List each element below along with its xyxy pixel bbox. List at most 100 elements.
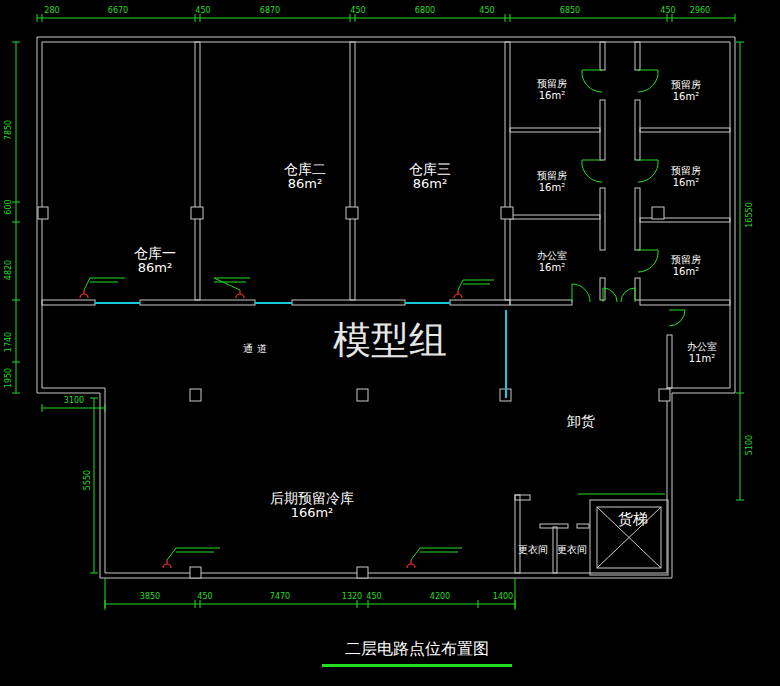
room-area: 16m² (537, 262, 567, 274)
room-label: 预留房16m² (537, 170, 567, 193)
room-label: 更衣间 (557, 544, 587, 556)
room-name: 办公室 (537, 250, 567, 262)
room-area: 16m² (537, 90, 567, 102)
outer-wall (37, 37, 735, 578)
room-name: 仓库三 (409, 161, 451, 177)
doors-glass (95, 303, 506, 398)
cargo-door-line (578, 494, 665, 495)
elevator-car (597, 507, 661, 568)
dimension-value: 4200 (430, 593, 450, 601)
partition-wall (515, 495, 520, 573)
room-area: 16m² (671, 266, 701, 278)
walls (37, 37, 735, 578)
dimension-value: 4820 (5, 260, 13, 280)
room-label: 办公室11m² (687, 341, 717, 364)
room-label: 更衣间 (518, 544, 548, 556)
room-label: 预留房16m² (671, 165, 701, 188)
dimension-value: 450 (350, 7, 365, 15)
room-area: 86m² (409, 177, 451, 192)
door-swing (582, 70, 602, 92)
dimension-value: 3850 (140, 593, 160, 601)
room-label: 货梯 (618, 511, 648, 528)
dimension-lines (12, 14, 744, 610)
room-name: 预留房 (671, 254, 701, 266)
partition-wall (42, 300, 95, 305)
room-label: 卸货 (567, 413, 595, 429)
room-area: 166m² (270, 506, 354, 521)
dimension-value: 7850 (5, 120, 13, 140)
room-name: 卸货 (567, 413, 595, 429)
dimension-value: 450 (479, 7, 494, 15)
partition-wall (140, 300, 255, 305)
glass-partition (505, 310, 507, 398)
partition-wall (292, 300, 405, 305)
column (357, 567, 368, 578)
watermark: 模型组 (333, 321, 447, 359)
annotation-leaders (84, 278, 494, 560)
room-label: 预留房16m² (537, 78, 567, 101)
partition-wall (510, 300, 572, 305)
dimension-value: 1320 (342, 593, 362, 601)
dimension-value: 280 (44, 7, 59, 15)
room-name: 更衣间 (518, 544, 548, 556)
room-label: 后期预留冷库166m² (270, 490, 354, 521)
column (659, 389, 670, 401)
socket-symbol (454, 290, 462, 298)
dimension-value: 600 (5, 199, 13, 214)
room-name: 后期预留冷库 (270, 490, 354, 506)
annotation-leader (214, 278, 250, 290)
inner-wall (42, 42, 730, 573)
room-area: 86m² (134, 261, 176, 276)
door-swing (669, 310, 685, 326)
title-underline (322, 664, 512, 667)
annotation-leader (411, 548, 462, 560)
partition-wall (600, 42, 605, 70)
dimension-value: 5550 (84, 470, 92, 490)
room-area: 86m² (284, 177, 326, 192)
column (190, 567, 201, 578)
partition-wall (510, 128, 600, 132)
dimension-value: 6670 (108, 7, 128, 15)
room-label: 仓库二86m² (284, 161, 326, 192)
partition-wall (600, 100, 605, 160)
partition-wall (635, 278, 640, 300)
socket-symbol (163, 560, 171, 568)
partition-wall (577, 524, 589, 528)
dimension-value: 1400 (493, 593, 513, 601)
partition-wall (515, 495, 530, 500)
room-area: 16m² (671, 91, 701, 103)
dimension-line (736, 393, 744, 500)
sliding-door (405, 302, 450, 304)
dimension-line (42, 404, 105, 412)
door-swing (572, 284, 590, 302)
dimension-value: 450 (366, 593, 381, 601)
dimension-value: 16550 (746, 202, 754, 227)
columns (38, 207, 670, 578)
partition-wall (553, 527, 557, 573)
column (38, 207, 48, 219)
partition-wall (640, 128, 730, 132)
dimension-value: 3100 (64, 397, 84, 405)
column (191, 207, 203, 219)
room-name: 办公室 (687, 341, 717, 353)
room-label: 仓库一86m² (134, 245, 176, 276)
partition-wall (640, 300, 730, 305)
room-name: 预留房 (671, 79, 701, 91)
partition-wall (635, 188, 640, 250)
room-label: 办公室16m² (537, 250, 567, 273)
room-name: 仓库二 (284, 161, 326, 177)
annotation-leader (167, 548, 220, 560)
partition-wall (600, 188, 605, 250)
dimension-value: 5100 (746, 435, 754, 455)
dimension-extension (105, 578, 515, 610)
dimension-value: 1950 (5, 368, 13, 388)
partition-wall (195, 42, 200, 300)
dimension-value: 1740 (5, 332, 13, 352)
door-swing (582, 160, 602, 182)
outlet-points (80, 278, 494, 568)
door-swings (572, 70, 685, 494)
dimension-value: 450 (195, 7, 210, 15)
dimension-value: 450 (197, 593, 212, 601)
dimension-value: 6800 (415, 7, 435, 15)
